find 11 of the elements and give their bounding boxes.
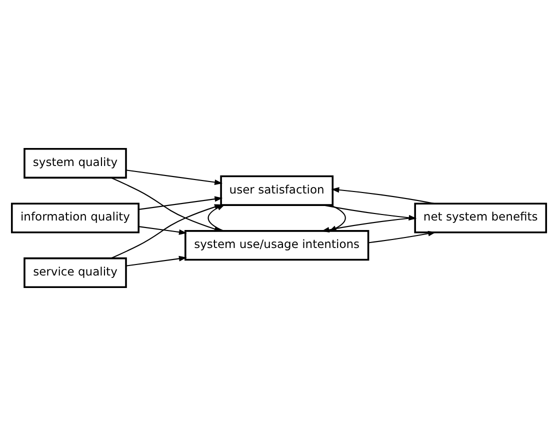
arrow [138,226,187,234]
node-box: system use/usage intentions [184,230,370,260]
node-box: system quality [24,147,127,178]
node-box: user satisfaction [220,174,334,206]
node-box: information quality [10,202,140,233]
arrow [368,230,436,243]
node-box: service quality [24,256,127,288]
arrow [126,169,223,184]
arrow [331,186,434,204]
arrow [126,255,187,266]
node-box: net system benefits [414,202,548,233]
